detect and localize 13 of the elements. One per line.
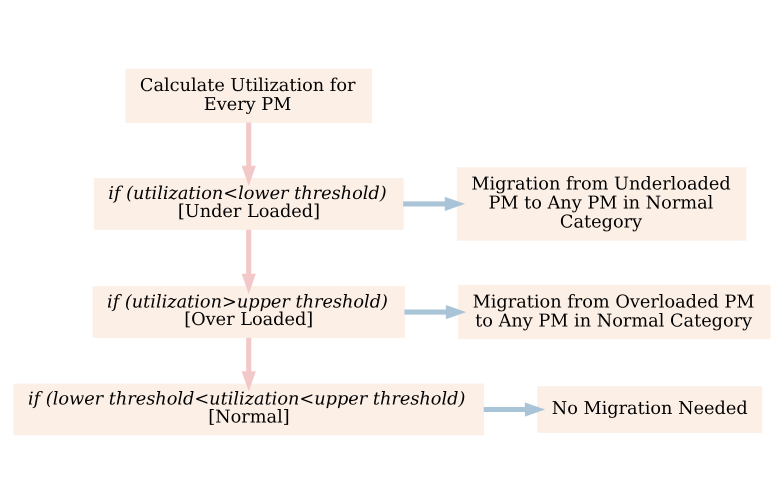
arrow (402, 196, 465, 212)
arrow (241, 230, 256, 294)
node-box: if (utilization<lower threshold) [Under Loaded] (93, 178, 404, 230)
arrow (404, 304, 466, 320)
arrow (241, 338, 256, 392)
node-box: if (lower threshold<utilization<upper threshold) [Normal] (12, 384, 484, 436)
node-box: Migration from Underloaded PM to Any PM in Normal Category (456, 167, 746, 241)
node-box: Calculate Utilization for Every PM (124, 68, 372, 123)
node-box: No Migration Needed (536, 386, 762, 433)
arrow (241, 122, 256, 186)
arrow (483, 402, 545, 417)
node-box: Migration from Overloaded PM to Any PM in Normal Category (458, 284, 770, 340)
node-box: if (utilization>upper threshold) [Over Loaded] (92, 286, 404, 338)
